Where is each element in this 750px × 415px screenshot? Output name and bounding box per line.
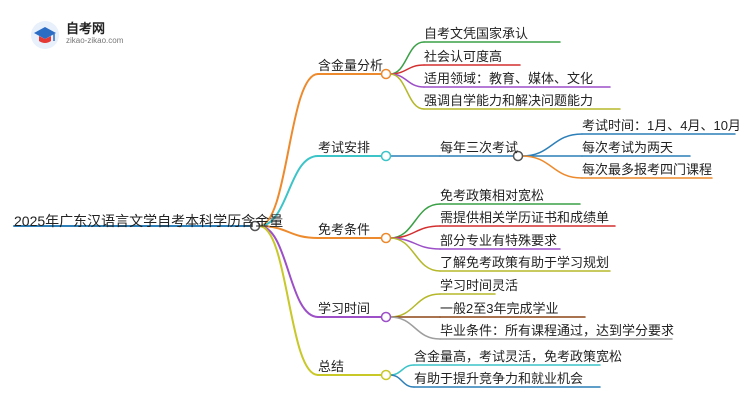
branch-connector (258, 225, 319, 318)
leaf-connector (389, 293, 441, 318)
leaf-career-benefits: 有助于提升竞争力和就业机会 (414, 371, 584, 386)
leaf-exam-two-days: 每次考试为两天 (582, 140, 674, 155)
branch-junction (380, 232, 392, 244)
leaf-graduation-conditions: 毕业条件：所有课程通过，达到学分要求 (440, 323, 675, 338)
leaf-national-recognition: 自考文凭国家承认 (424, 26, 529, 41)
site-logo[interactable]: 自考网 zikao-zikao.com (30, 18, 140, 52)
branch-exemption-conditions: 免考条件 (318, 222, 371, 237)
branch-connector (258, 155, 319, 227)
branch-value-analysis: 含金量分析 (318, 58, 384, 73)
branch-connector (258, 225, 319, 239)
brand-name: 自考网 (66, 21, 106, 36)
leaf-connector (389, 316, 441, 340)
leaf-connector (389, 203, 441, 239)
leaf-connector (521, 155, 583, 179)
leaf-lenient-policy: 免考政策相对宽松 (440, 188, 545, 203)
mindmap-root: 2025年广东汉语言文学自考本科学历含金量 (14, 213, 284, 229)
leaf-applicable-fields: 适用领域：教育、媒体、文化 (424, 71, 594, 86)
leaf-connector (389, 73, 425, 110)
leaf-exam-months: 考试时间：1月、4月、10月 (582, 118, 741, 133)
leaf-special-requirements: 部分专业有特殊要求 (440, 233, 558, 248)
branch-junction (380, 150, 392, 162)
branch-summary: 总结 (318, 359, 345, 374)
leaf-connector (389, 374, 415, 388)
leaf-connector (389, 364, 415, 376)
branch-junction (380, 311, 392, 323)
branch-connector (258, 225, 319, 376)
root-junction (249, 220, 261, 232)
leaf-connector (521, 133, 583, 157)
node-three-exams-yearly: 每年三次考试 (440, 140, 519, 155)
leaf-social-recognition: 社会认可度高 (424, 49, 503, 64)
leaf-summary-highlights: 含金量高，考试灵活，免考政策宽松 (414, 349, 623, 364)
brand-url: zikao-zikao.com (66, 36, 124, 45)
branch-connector (258, 73, 319, 227)
branch-junction (380, 68, 392, 80)
leaf-study-planning: 了解免考政策有助于学习规划 (440, 255, 610, 270)
graduation-cap-icon (31, 21, 59, 49)
branch-junction (380, 369, 392, 381)
branch-study-duration: 学习时间 (318, 301, 371, 316)
leaf-connector (389, 237, 441, 272)
subnode-junction (512, 150, 524, 162)
leaf-flexible-time: 学习时间灵活 (440, 278, 519, 293)
leaf-certificates-required: 需提供相关学历证书和成绩单 (440, 210, 610, 225)
leaf-self-study-ability: 强调自学能力和解决问题能力 (424, 93, 594, 108)
branch-exam-schedule: 考试安排 (318, 140, 371, 155)
leaf-max-four-courses: 每次最多报考四门课程 (582, 162, 713, 177)
leaf-two-to-three-years: 一般2至3年完成学业 (440, 301, 559, 316)
